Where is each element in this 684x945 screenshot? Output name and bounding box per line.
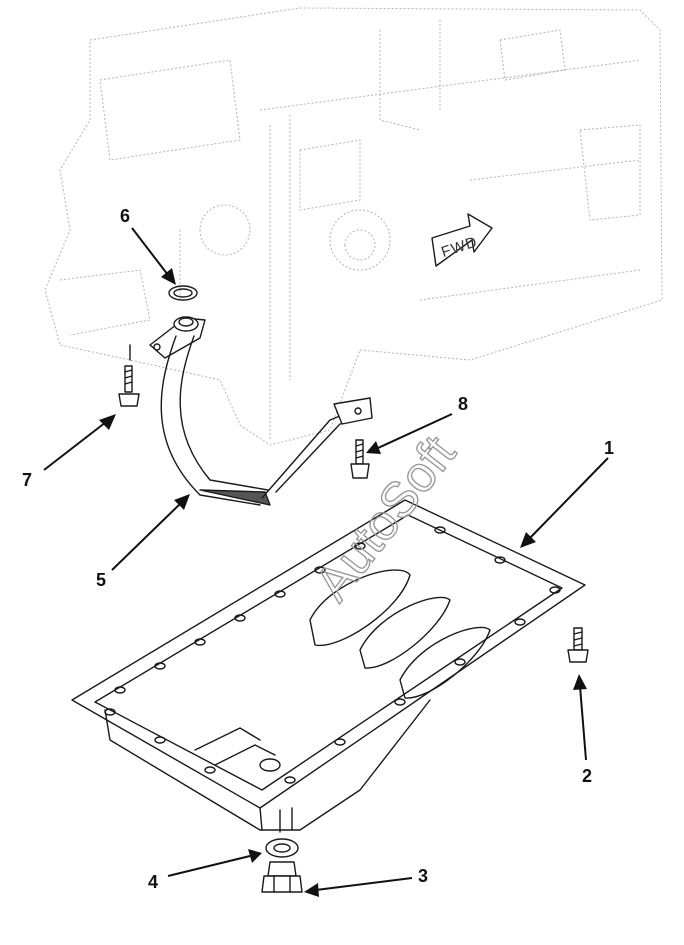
callout-4: 4 [148, 872, 158, 892]
oil-suction-tube [129, 316, 373, 506]
tube-bolt [118, 365, 140, 407]
callout-8: 8 [458, 394, 468, 414]
oil-pan [71, 499, 586, 833]
callout-1: 1 [604, 438, 614, 458]
pan-bolt [567, 627, 589, 663]
callout-3: 3 [418, 866, 428, 886]
engine-block-outline [44, 7, 663, 446]
callout-7: 7 [22, 470, 32, 490]
bracket-bolt [350, 439, 370, 479]
o-ring [168, 285, 198, 301]
drain-washer [265, 838, 299, 858]
fwd-arrow-icon: FWD [431, 213, 493, 267]
callout-2: 2 [582, 766, 592, 786]
leader-lines [43, 227, 609, 897]
callout-5: 5 [96, 570, 106, 590]
callout-6: 6 [120, 206, 130, 226]
drain-plug [261, 861, 303, 893]
